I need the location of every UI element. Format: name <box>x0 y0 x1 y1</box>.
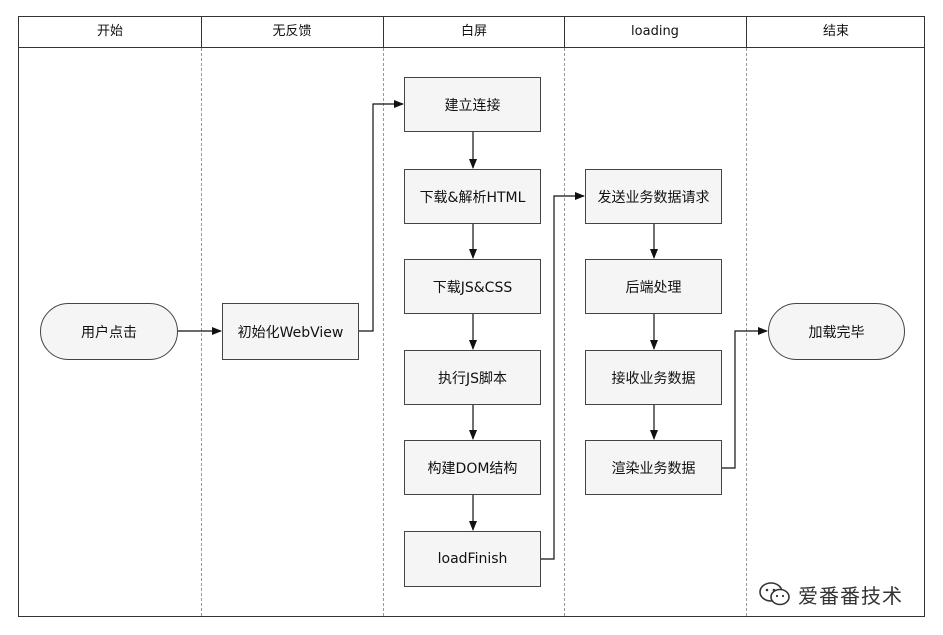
arrow-init-to-connect <box>359 100 404 332</box>
node-download-html: 下载&解析HTML <box>404 169 541 224</box>
lane-header-loading: loading <box>631 24 679 39</box>
node-load-finish: loadFinish <box>404 531 541 587</box>
lane-header-divider <box>564 17 565 47</box>
node-connect: 建立连接 <box>404 77 541 132</box>
lane-header-white-screen: 白屏 <box>460 24 487 39</box>
node-backend: 后端处理 <box>585 259 722 314</box>
lane-divider <box>201 48 202 616</box>
lane-header-divider <box>746 17 747 47</box>
swimlane-frame: 开始 无反馈 白屏 loading 结束 <box>18 16 925 617</box>
lane-header-divider <box>201 17 202 47</box>
lane-divider <box>746 48 747 616</box>
lane-header-no-feedback: 无反馈 <box>272 24 312 39</box>
wechat-icon <box>759 582 790 606</box>
lane-header-start: 开始 <box>96 24 123 39</box>
lane-header-end: 结束 <box>822 24 849 39</box>
node-download-js-css: 下载JS&CSS <box>404 259 541 314</box>
arrow-render-to-done <box>722 327 768 469</box>
lane-header-row: 开始 无反馈 白屏 loading 结束 <box>19 17 924 48</box>
node-load-done: 加载完毕 <box>768 303 905 360</box>
node-user-click: 用户点击 <box>40 303 178 360</box>
lane-divider <box>564 48 565 616</box>
node-init-webview: 初始化WebView <box>222 303 359 360</box>
watermark: 爱番番技术 <box>758 580 903 608</box>
watermark-text: 爱番番技术 <box>798 583 903 608</box>
node-send-request: 发送业务数据请求 <box>585 169 722 224</box>
node-build-dom: 构建DOM结构 <box>404 440 541 495</box>
lane-header-divider <box>383 17 384 47</box>
node-receive-data: 接收业务数据 <box>585 350 722 405</box>
arrow-finish-to-request <box>541 192 585 560</box>
lane-divider <box>383 48 384 616</box>
node-exec-js: 执行JS脚本 <box>404 350 541 405</box>
node-render-data: 渲染业务数据 <box>585 440 722 495</box>
